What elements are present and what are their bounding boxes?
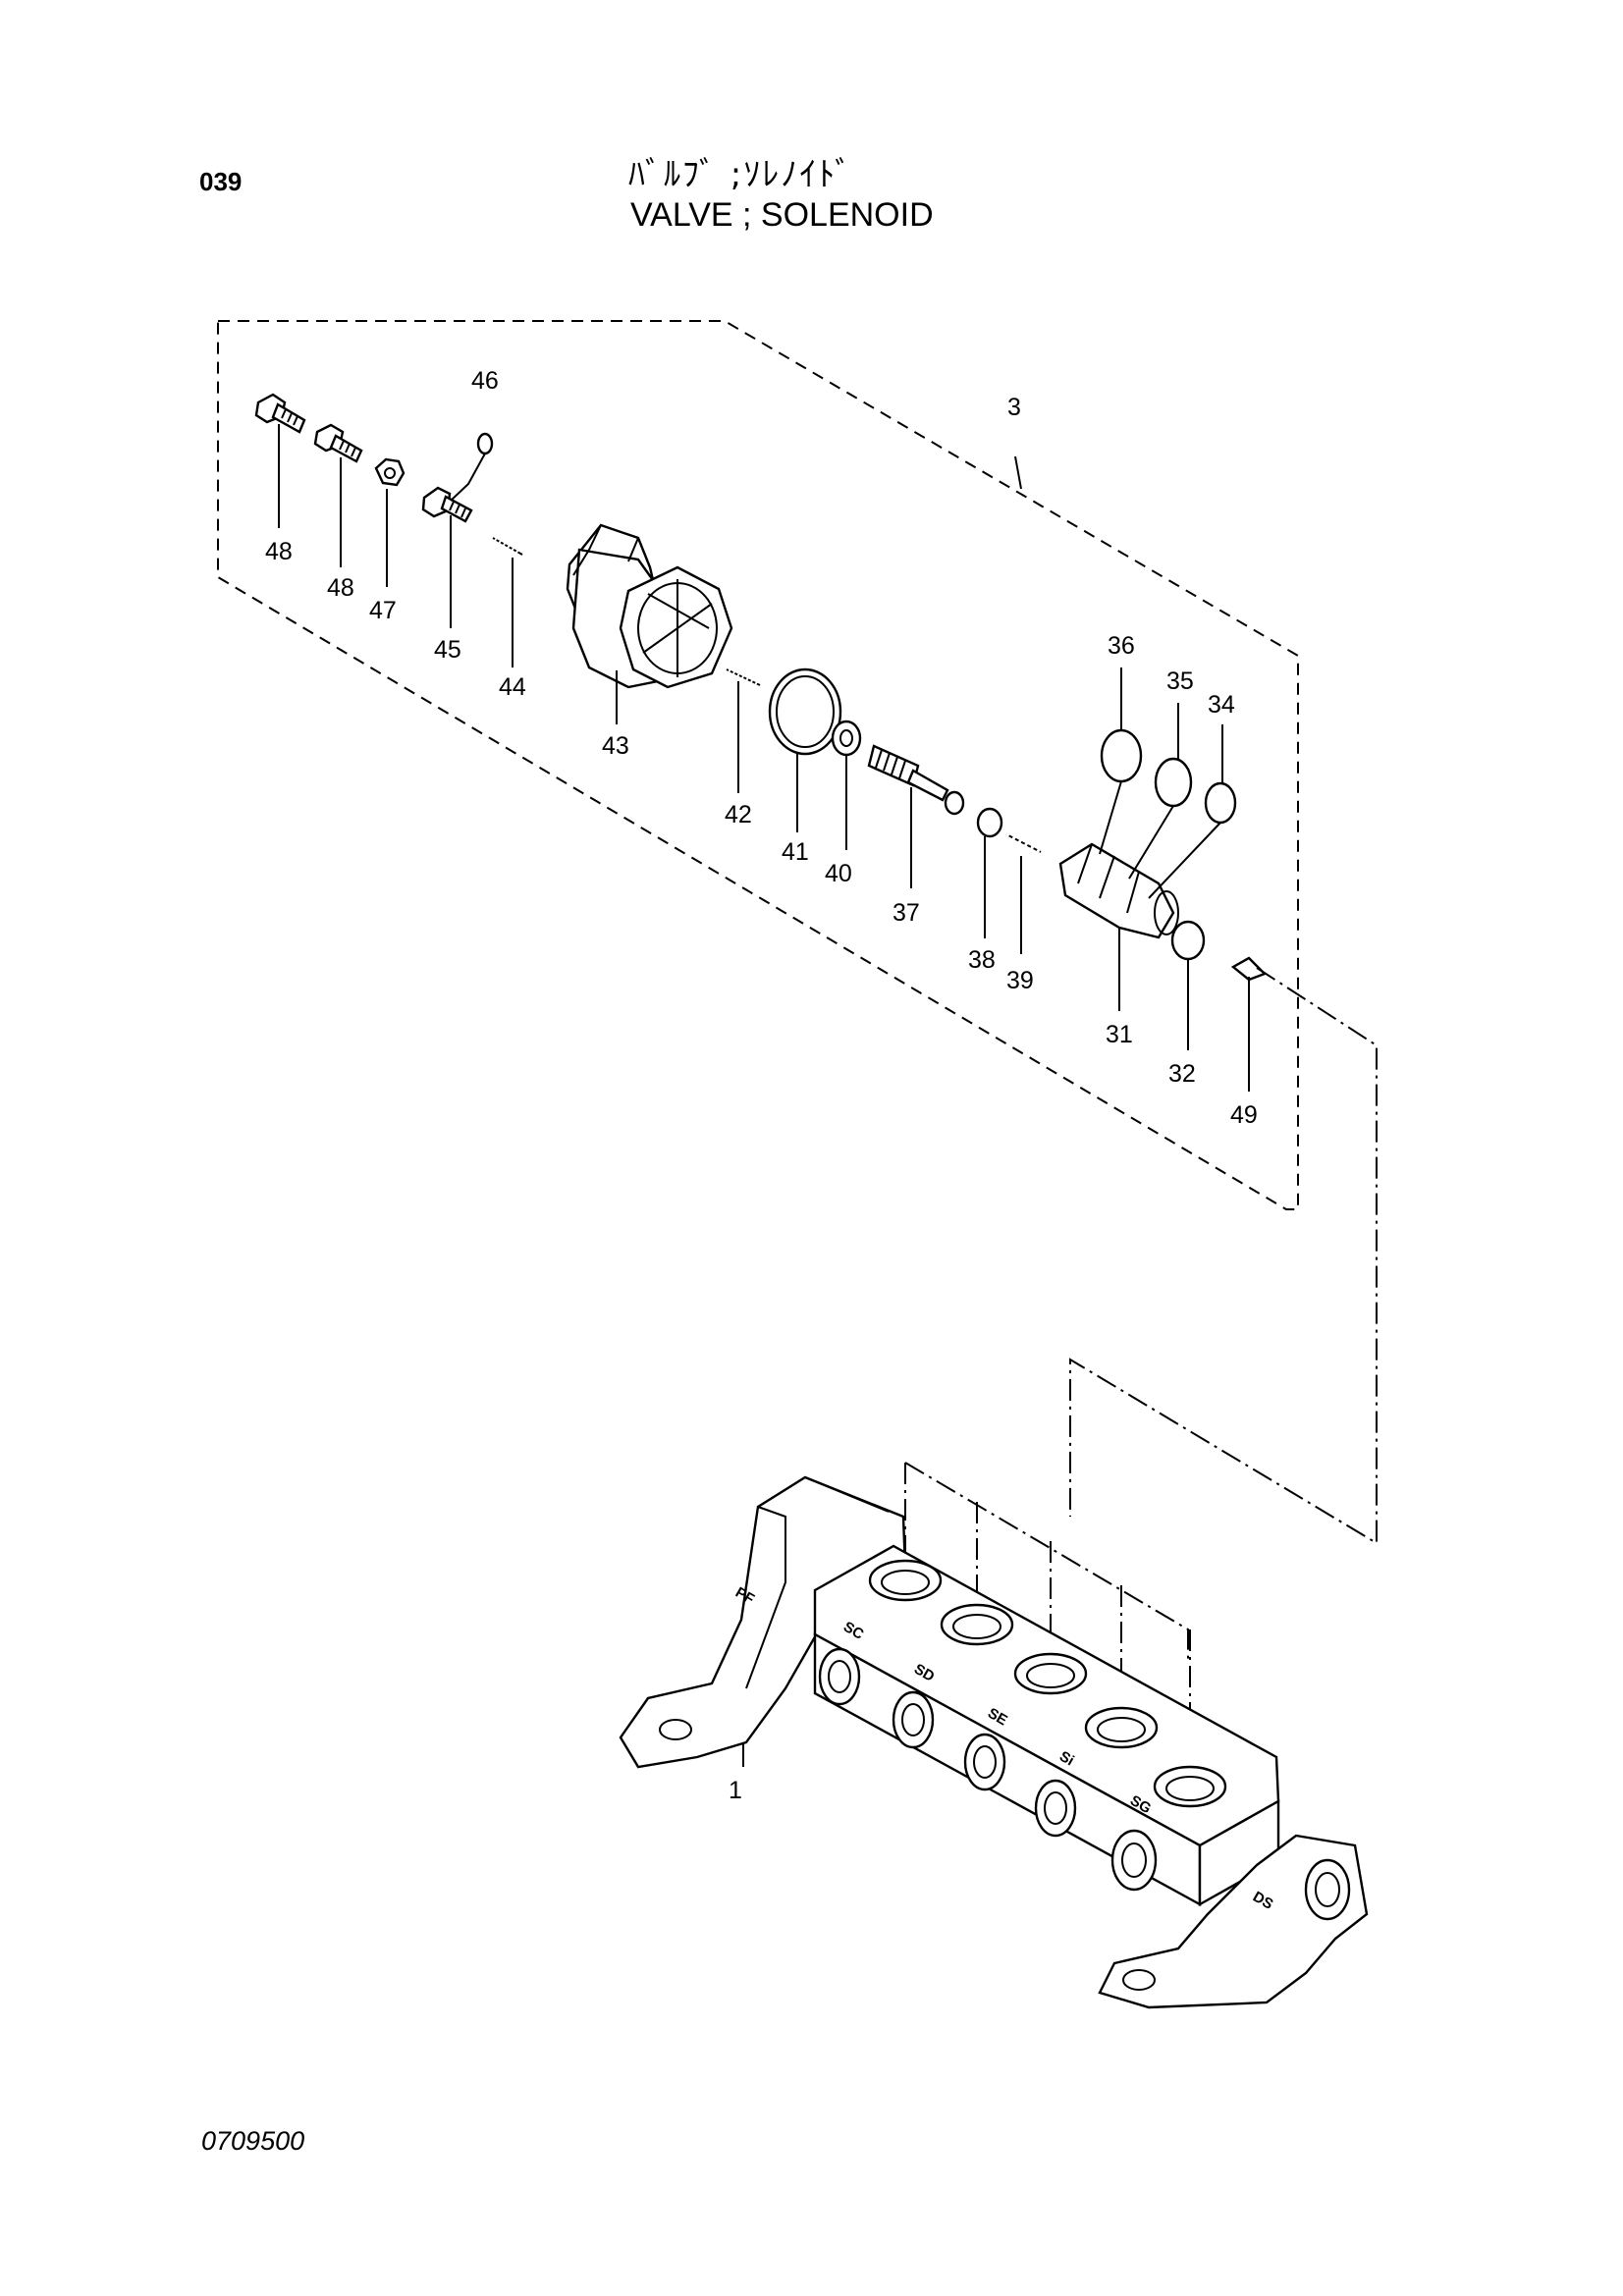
plug-45 bbox=[421, 486, 473, 523]
callout-46: 46 bbox=[471, 367, 499, 395]
spring-39 bbox=[1002, 827, 1045, 860]
callout-45: 45 bbox=[434, 636, 461, 664]
o-ring-36 bbox=[1100, 728, 1143, 783]
callout-1: 1 bbox=[729, 1777, 742, 1804]
page-title-japanese: ﾊﾞﾙﾌﾞ ;ｿﾚﾉｲﾄﾞ bbox=[628, 155, 854, 194]
o-ring-38 bbox=[976, 807, 1003, 838]
callout-3: 3 bbox=[1007, 394, 1021, 421]
bolt-48-a bbox=[254, 393, 306, 434]
callout-41: 41 bbox=[782, 838, 809, 866]
page-number: 039 bbox=[199, 167, 243, 196]
callout-31: 31 bbox=[1106, 1021, 1133, 1048]
bolt-48-b bbox=[313, 423, 363, 463]
nut-47 bbox=[374, 457, 406, 487]
plug-32 bbox=[1170, 920, 1206, 961]
callout-32: 32 bbox=[1168, 1060, 1196, 1088]
page-title-english: VALVE ; SOLENOID bbox=[630, 196, 934, 234]
callout-39: 39 bbox=[1006, 967, 1034, 994]
solenoid-coil-43 bbox=[566, 523, 733, 689]
callout-37: 37 bbox=[893, 899, 920, 927]
o-ring-41 bbox=[768, 667, 842, 756]
callout-35: 35 bbox=[1166, 667, 1194, 695]
document-code: 0709500 bbox=[201, 2126, 305, 2156]
washer-40 bbox=[831, 720, 862, 757]
o-ring-34 bbox=[1204, 781, 1237, 825]
callout-38: 38 bbox=[968, 946, 996, 974]
manifold-housing-1 bbox=[619, 1475, 1369, 2009]
callout-48-a: 48 bbox=[265, 538, 293, 565]
callout-36: 36 bbox=[1108, 632, 1135, 660]
callout-34: 34 bbox=[1208, 691, 1235, 719]
spring-42 bbox=[726, 668, 761, 686]
spring-44 bbox=[492, 537, 523, 556]
sleeve-31 bbox=[1058, 842, 1179, 939]
o-ring-46 bbox=[476, 432, 494, 455]
assembly-connection-line bbox=[1069, 967, 1378, 1545]
callout-43: 43 bbox=[602, 732, 629, 760]
callout-40: 40 bbox=[825, 860, 852, 887]
callout-44: 44 bbox=[499, 673, 526, 701]
o-ring-35 bbox=[1154, 757, 1193, 808]
spool-37 bbox=[867, 744, 965, 816]
callout-49: 49 bbox=[1230, 1101, 1258, 1129]
callout-47: 47 bbox=[369, 597, 397, 624]
callout-42: 42 bbox=[725, 801, 752, 828]
callout-48-b: 48 bbox=[327, 574, 354, 602]
